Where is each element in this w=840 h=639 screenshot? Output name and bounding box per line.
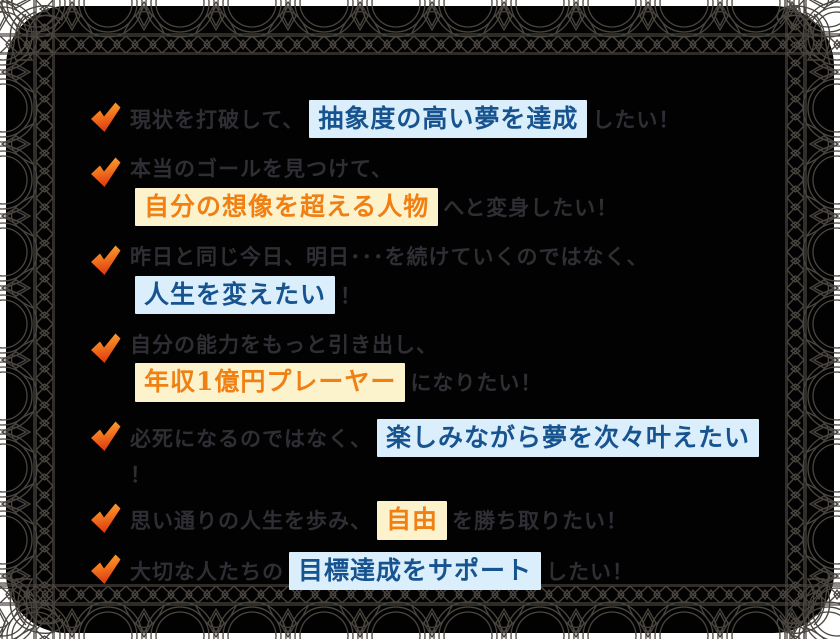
- item-pre-text: 必死になるのではなく、: [130, 425, 372, 451]
- checklist-item: 昨日と同じ今日、明日･･･を続けていくのではなく、 人生を変えたい！: [88, 241, 768, 316]
- checklist-item-text: 大切な人たちの目標達成をサポートしたい！: [130, 550, 634, 592]
- item-post-text: したい！: [592, 107, 681, 132]
- checkmark-icon: [88, 245, 122, 276]
- checklist-item: 現状を打破して、抽象度の高い夢を達成したい！: [88, 98, 768, 140]
- checklist-item: 必死になるのではなく、楽しみながら夢を次々叶えたい ！: [88, 417, 768, 492]
- checklist-item: 自分の能力をもっと引き出し、 年収1億円プレーヤーになりたい！: [88, 329, 768, 404]
- item-post-text: になりたい！: [410, 370, 543, 396]
- highlight-text: 年収1億円プレーヤー: [135, 363, 406, 402]
- panel-background: [6, 6, 834, 633]
- item-post-text: を勝ち取りたい！: [452, 508, 629, 534]
- highlight-text: 楽しみながら夢を次々叶えたい: [377, 418, 760, 457]
- item-pre-text: 現状を打破して、: [130, 107, 305, 132]
- highlight-text: 人生を変えたい: [135, 275, 336, 314]
- checklist-item: 思い通りの人生を歩み、自由を勝ち取りたい！: [88, 499, 768, 541]
- item-post-text: したい！: [546, 558, 635, 584]
- item-pre-text: 思い通りの人生を歩み、: [130, 508, 372, 534]
- checkmark-icon: [88, 157, 122, 188]
- checklist-item-text: 昨日と同じ今日、明日･･･を続けていくのではなく、 人生を変えたい！: [130, 241, 649, 316]
- checklist-item-text: 必死になるのではなく、楽しみながら夢を次々叶えたい ！: [130, 417, 768, 492]
- checklist: 現状を打破して、抽象度の高い夢を達成したい！ 本当のゴールを見つけて、 自分の想…: [88, 98, 768, 592]
- item-pre-text: 昨日と同じ今日、明日･･･を続けていくのではなく、: [130, 244, 649, 270]
- item-post-text: ！: [340, 282, 363, 308]
- checklist-item-text: 思い通りの人生を歩み、自由を勝ち取りたい！: [130, 499, 628, 541]
- checkmark-icon: [88, 554, 122, 585]
- highlight-text: 抽象度の高い夢を達成: [309, 100, 588, 139]
- checklist-item-text: 現状を打破して、抽象度の高い夢を達成したい！: [130, 98, 680, 140]
- checklist-item: 本当のゴールを見つけて、 自分の想像を超える人物へと変身したい！: [88, 153, 768, 228]
- checkmark-icon: [88, 503, 122, 534]
- checklist-item-text: 本当のゴールを見つけて、 自分の想像を超える人物へと変身したい！: [130, 153, 618, 228]
- item-post-text: へと変身したい！: [443, 194, 619, 220]
- item-pre-text: 本当のゴールを見つけて、: [130, 156, 393, 182]
- checkmark-icon: [88, 333, 122, 364]
- highlight-text: 目標達成をサポート: [289, 551, 542, 590]
- checklist-item: 大切な人たちの目標達成をサポートしたい！: [88, 550, 768, 592]
- checkmark-icon: [88, 102, 122, 133]
- item-pre-text: 自分の能力をもっと引き出し、: [130, 331, 438, 357]
- checkmark-icon: [88, 421, 122, 452]
- checklist-item-text: 自分の能力をもっと引き出し、 年収1億円プレーヤーになりたい！: [130, 329, 542, 404]
- highlight-text: 自由: [377, 501, 448, 540]
- item-pre-text: 大切な人たちの: [130, 558, 284, 584]
- item-post-text: ！: [130, 461, 152, 487]
- highlight-text: 自分の想像を超える人物: [135, 187, 439, 227]
